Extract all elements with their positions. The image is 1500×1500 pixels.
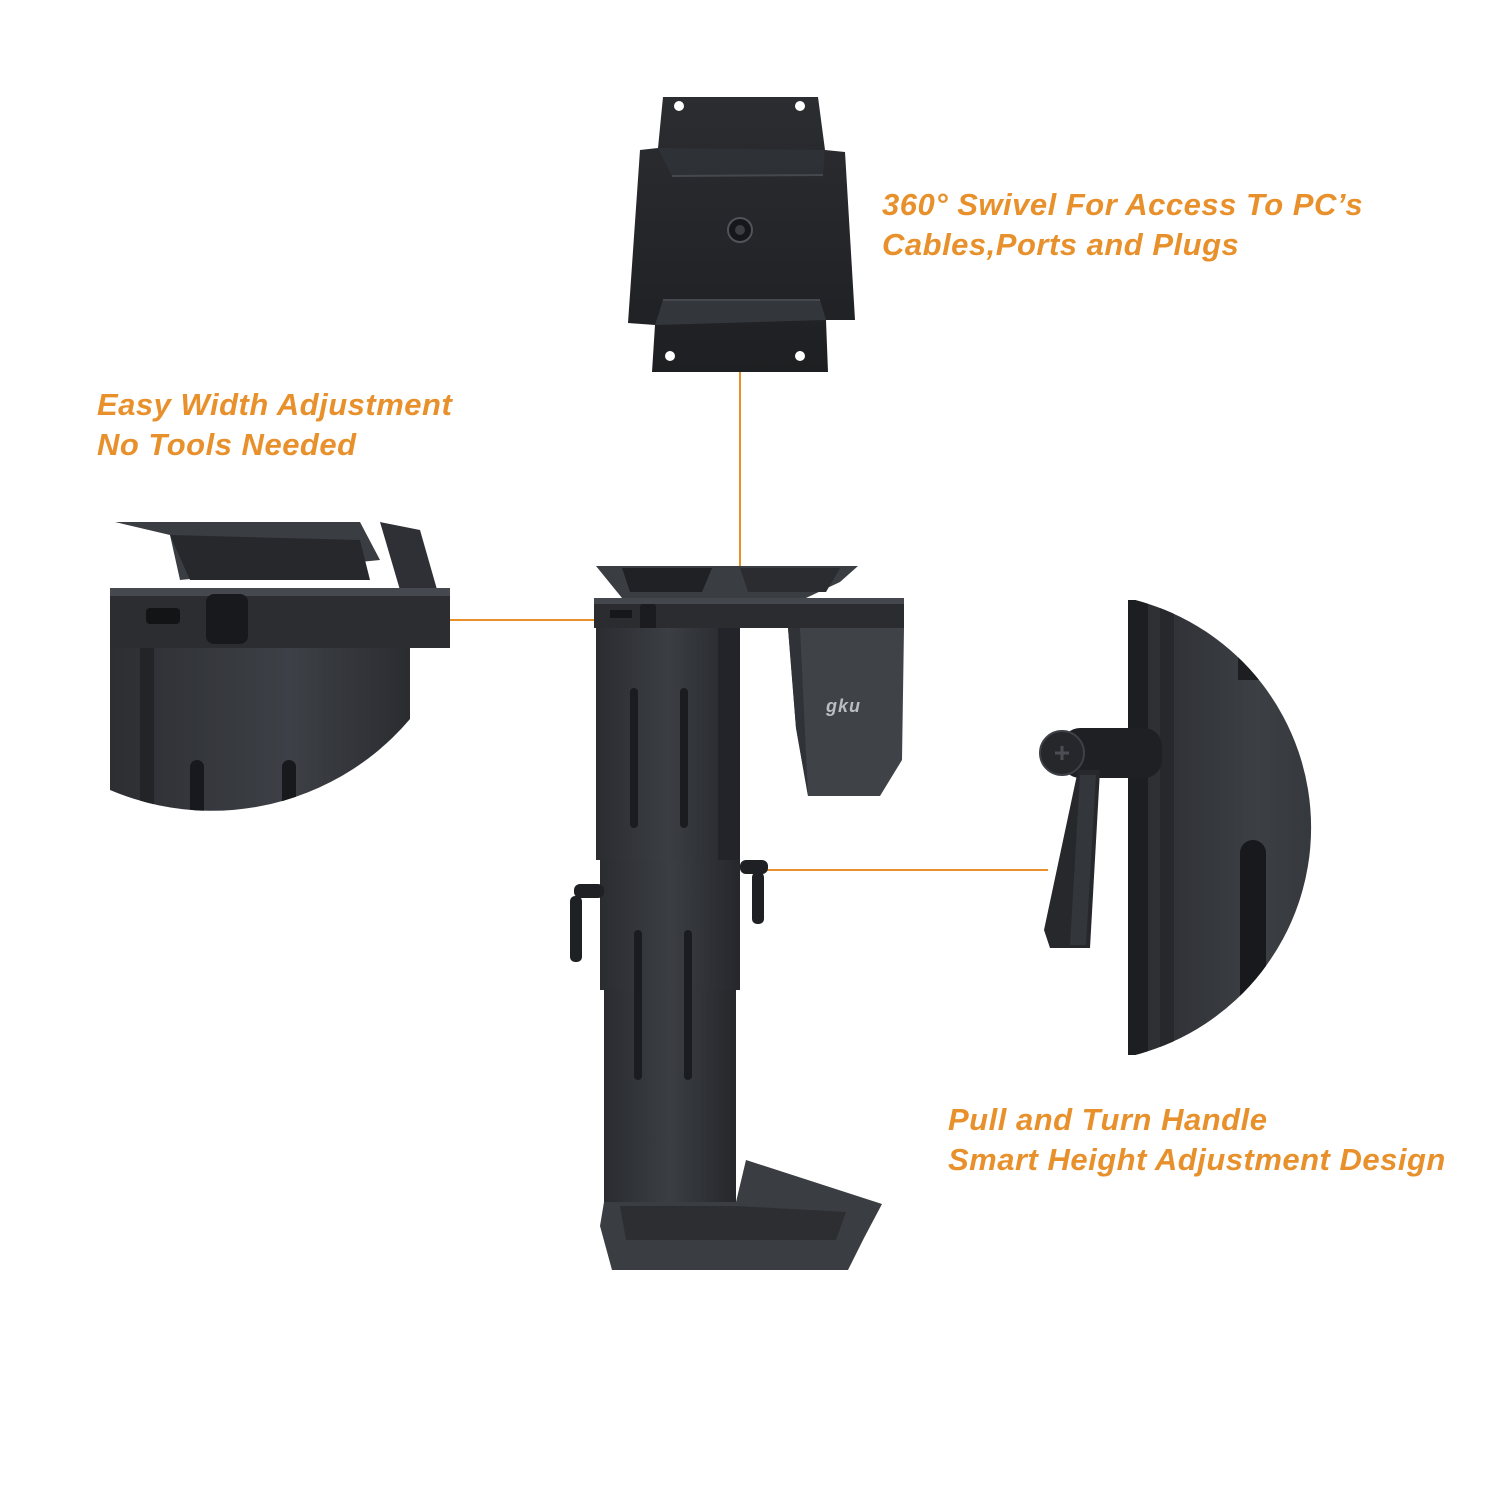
cpu-holder-stand [570, 566, 904, 1270]
caption-swivel-line1: 360° Swivel For Access To PC’s [882, 187, 1364, 222]
screw-hole [665, 351, 675, 361]
caption-handle-line1: Pull and Turn Handle [948, 1102, 1268, 1137]
brand-logo: gku [826, 696, 862, 716]
caption-width-line2: No Tools Needed [97, 427, 357, 462]
caption-width: Easy Width Adjustment No Tools Needed [97, 385, 452, 465]
caption-swivel-line2: Cables,Ports and Plugs [882, 227, 1240, 262]
handle-knob-icon [1039, 728, 1162, 948]
width-adjustment-detail [110, 522, 450, 811]
height-handle-detail [1128, 600, 1312, 1055]
caption-swivel: 360° Swivel For Access To PC’s Cables,Po… [882, 185, 1363, 265]
caption-handle: Pull and Turn Handle Smart Height Adjust… [948, 1100, 1446, 1180]
screw-hole [795, 351, 805, 361]
caption-width-line1: Easy Width Adjustment [97, 387, 453, 422]
screw-hole [795, 101, 805, 111]
swivel-plate [628, 97, 855, 372]
screw-hole [674, 101, 684, 111]
caption-handle-line2: Smart Height Adjustment Design [948, 1142, 1446, 1177]
